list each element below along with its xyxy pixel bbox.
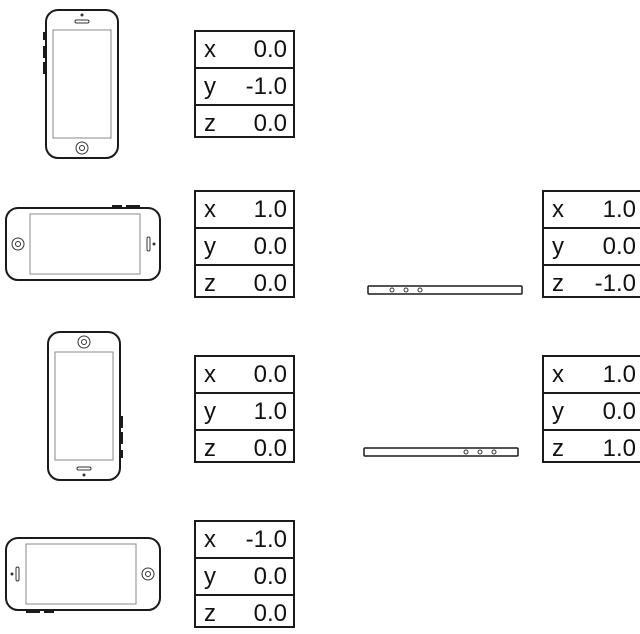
axis-value-x: 1.0	[602, 196, 636, 223]
axis-value-z: -1.0	[594, 270, 636, 297]
table-row: z 0.0	[196, 596, 293, 631]
phone-portrait-icon	[43, 9, 119, 159]
accelerometer-table-portrait-upside-down: x 0.0 y 1.0 z 0.0	[194, 355, 295, 463]
axis-value-x: 0.0	[253, 36, 287, 63]
axis-value-x: -1.0	[245, 526, 287, 553]
table-row: y 0.0	[544, 394, 640, 431]
axis-value-z: 0.0	[253, 270, 287, 297]
axis-value-z: 1.0	[602, 435, 636, 462]
phone-landscape-right-icon	[5, 537, 161, 613]
accelerometer-table-face-up: x 1.0 y 0.0 z -1.0	[542, 190, 640, 298]
table-row: y 0.0	[196, 559, 293, 596]
axis-label-z: z	[552, 435, 564, 462]
axis-value-y: -1.0	[245, 73, 287, 100]
table-row: y 0.0	[196, 229, 293, 266]
axis-label-y: y	[204, 233, 216, 260]
table-row: y 1.0	[196, 394, 293, 431]
table-row: x 0.0	[196, 32, 293, 69]
axis-value-x: 1.0	[253, 196, 287, 223]
axis-value-z: 0.0	[253, 435, 287, 462]
phone-flat-face-up-icon	[367, 285, 523, 295]
axis-label-z: z	[552, 270, 564, 297]
axis-label-x: x	[204, 196, 216, 223]
table-row: y 0.0	[544, 229, 640, 266]
axis-label-x: x	[552, 361, 564, 388]
accelerometer-table-landscape-left: x 1.0 y 0.0 z 0.0	[194, 190, 295, 298]
axis-value-x: 1.0	[602, 361, 636, 388]
axis-value-y: 0.0	[253, 233, 287, 260]
table-row: x -1.0	[196, 522, 293, 559]
axis-value-z: 0.0	[253, 600, 287, 627]
phone-portrait-upside-down-icon	[47, 331, 123, 481]
axis-label-z: z	[204, 270, 216, 297]
axis-label-y: y	[552, 233, 564, 260]
axis-value-z: 0.0	[253, 110, 287, 137]
accelerometer-table-portrait: x 0.0 y -1.0 z 0.0	[194, 30, 295, 138]
axis-label-x: x	[204, 36, 216, 63]
table-row: x 1.0	[196, 192, 293, 229]
phone-flat-face-down-icon	[363, 447, 519, 457]
axis-value-x: 0.0	[253, 361, 287, 388]
table-row: z 0.0	[196, 106, 293, 141]
table-row: x 0.0	[196, 357, 293, 394]
axis-value-y: 0.0	[253, 563, 287, 590]
table-row: z -1.0	[544, 266, 640, 301]
axis-label-x: x	[204, 361, 216, 388]
axis-value-y: 0.0	[602, 233, 636, 260]
axis-label-z: z	[204, 435, 216, 462]
table-row: z 1.0	[544, 431, 640, 466]
table-row: z 0.0	[196, 431, 293, 466]
axis-label-z: z	[204, 110, 216, 137]
axis-value-y: 0.0	[602, 398, 636, 425]
table-row: y -1.0	[196, 69, 293, 106]
axis-label-x: x	[552, 196, 564, 223]
axis-label-y: y	[552, 398, 564, 425]
axis-label-z: z	[204, 600, 216, 627]
axis-value-y: 1.0	[253, 398, 287, 425]
axis-label-y: y	[204, 563, 216, 590]
axis-label-x: x	[204, 526, 216, 553]
accelerometer-table-landscape-right: x -1.0 y 0.0 z 0.0	[194, 520, 295, 628]
table-row: x 1.0	[544, 357, 640, 394]
axis-label-y: y	[204, 398, 216, 425]
phone-landscape-left-icon	[5, 205, 161, 281]
table-row: x 1.0	[544, 192, 640, 229]
accelerometer-table-face-down: x 1.0 y 0.0 z 1.0	[542, 355, 640, 463]
axis-label-y: y	[204, 73, 216, 100]
table-row: z 0.0	[196, 266, 293, 301]
